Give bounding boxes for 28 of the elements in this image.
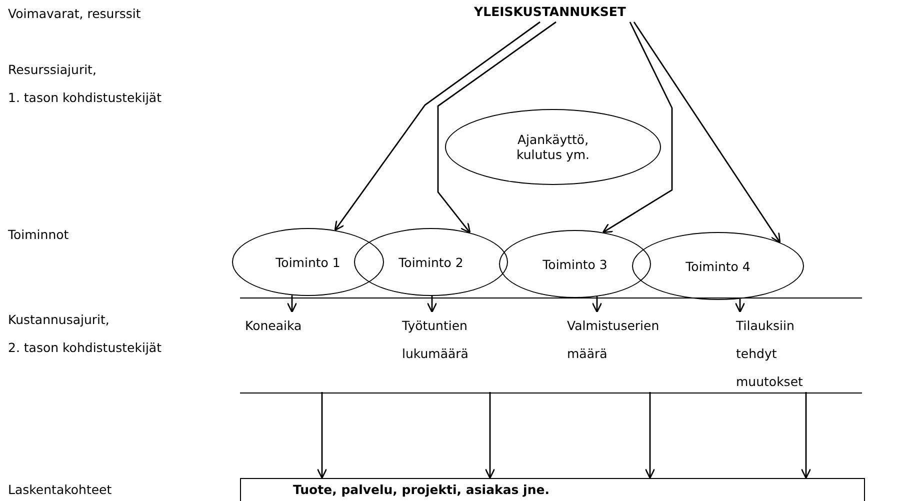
row-label: Kustannusajurit, 2. tason kohdistustekijät	[8, 311, 162, 357]
arrow	[316, 392, 328, 479]
row-label: Voimavarat, resurssit	[8, 5, 142, 23]
row-label: Toiminnot	[8, 226, 70, 244]
arrow	[633, 22, 781, 244]
arrow	[592, 296, 602, 313]
arrow	[644, 392, 656, 479]
row-label: Resurssiajurit, 1. tason kohdistustekijät	[8, 61, 162, 107]
arrow	[334, 21, 540, 231]
cost-driver-label: Työtuntien lukumäärä	[402, 312, 512, 392]
driver-ellipse: Ajankäyttö, kulutus ym.	[445, 109, 661, 185]
row-label: Laskentakohteet	[8, 481, 113, 499]
activity-ellipse: Toiminto 1	[232, 228, 384, 296]
cost-driver-label: Valmistuserien määrä	[567, 312, 671, 392]
arrow	[602, 22, 673, 234]
arrow	[734, 298, 746, 313]
cost-driver-label: Tilauksiin tehdyt muutokset	[736, 312, 826, 392]
activity-ellipse: Toiminto 2	[354, 228, 508, 296]
arrow	[437, 21, 556, 234]
cost-object-box: Tuote, palvelu, projekti, asiakas jne.	[240, 478, 865, 501]
arrow	[286, 295, 298, 313]
heading-text: YLEISKUSTANNUKSET	[465, 4, 635, 22]
cost-driver-label: Koneaika	[245, 312, 347, 392]
activity-ellipse: Toiminto 4	[632, 232, 804, 300]
activity-ellipse: Toiminto 3	[499, 230, 651, 298]
arrow	[800, 392, 812, 479]
arrow	[484, 392, 496, 479]
arrow	[426, 296, 438, 313]
